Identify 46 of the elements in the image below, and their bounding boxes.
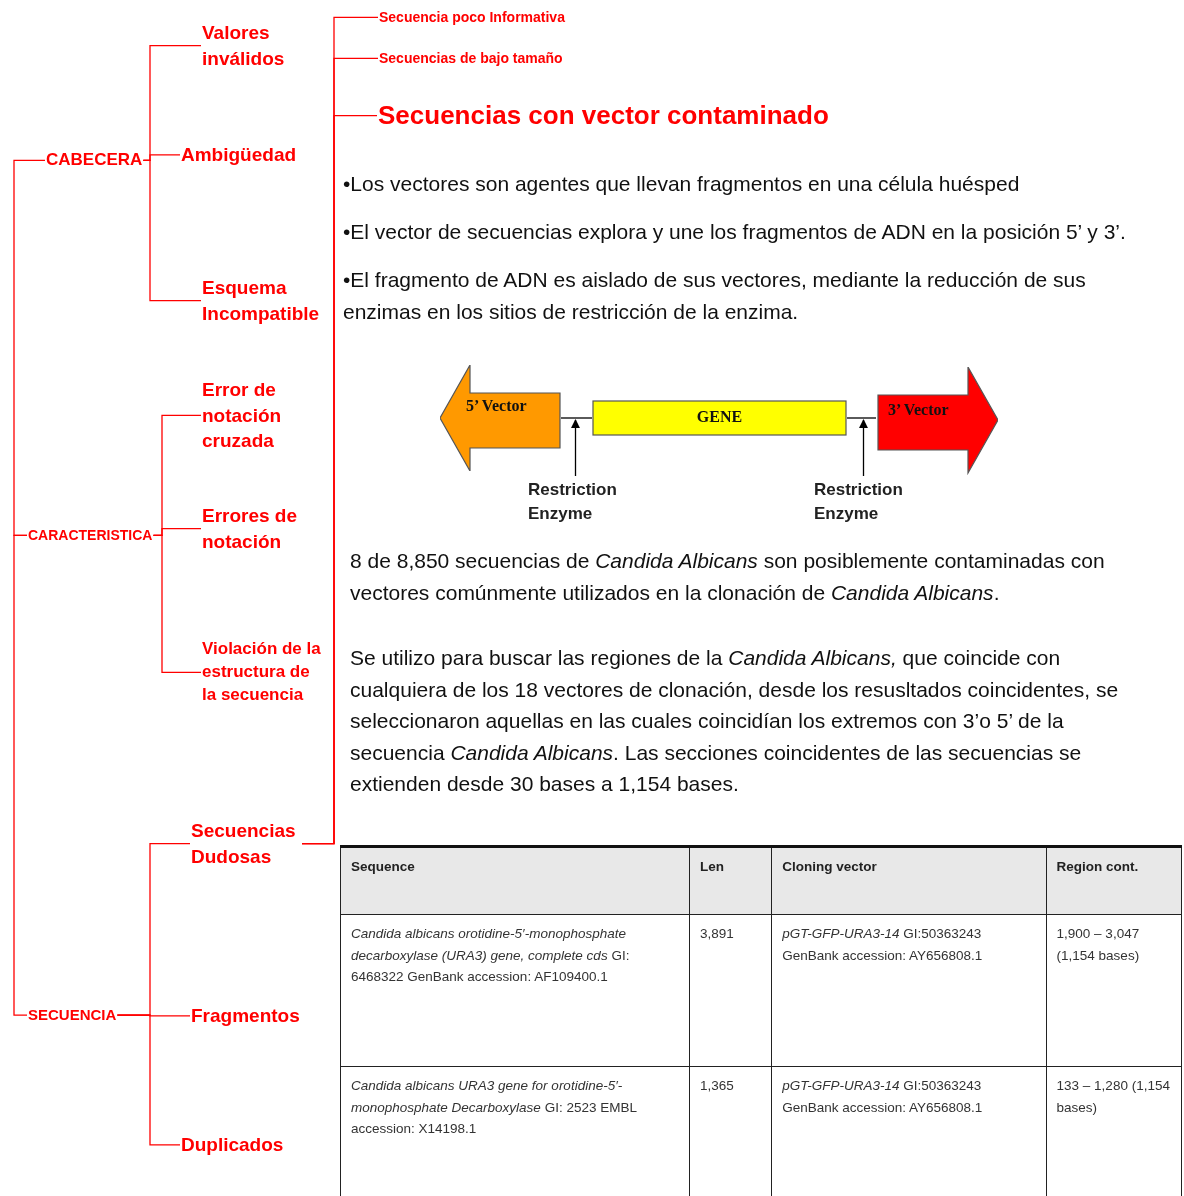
vector-label: 5’ Vector — [466, 397, 527, 415]
table-cell: 1,900 – 3,047 (1,154 bases) — [1046, 914, 1182, 1067]
body-text: •El fragmento de ADN es aislado de sus vectores, mediante la reducción de sus enzimas en los sitios de restricción de la enzima. — [343, 267, 1087, 325]
category-label: Secuencias con vector contaminado — [378, 98, 829, 134]
table-cell: Candida albicans orotidine-5′-monophosphate decarboxylase (URA3) gene, complete cds GI: 6468322 GenBank accession: AF109400.1 — [340, 914, 690, 1067]
category-label: CABECERA — [46, 149, 143, 172]
connector-line — [13, 159, 46, 537]
gene-bar — [592, 400, 847, 436]
category-label: Secuencia poco Informativa — [379, 8, 565, 27]
category-label: Errores de notación — [202, 503, 312, 555]
category-label: Secuencias Dudosas — [191, 818, 301, 870]
category-label: Error de notación cruzada — [202, 377, 312, 454]
connector-line — [116, 1014, 181, 1146]
pointer-arrow — [570, 419, 581, 477]
connector-line — [846, 417, 877, 419]
category-label: CARACTERISTICA — [28, 526, 153, 545]
annotation-label: Restriction Enzyme — [814, 478, 909, 526]
connector-line — [13, 534, 28, 1016]
connector-line — [152, 534, 202, 674]
table-cell: Candida albicans URA3 gene for orotidine-5′-monophosphate Decarboxylase GI: 2523 EMBL accession: X14198.1 — [340, 1066, 690, 1196]
category-label: Fragmentos — [191, 1003, 300, 1029]
category-label: Violación de la estructura de la secuencia — [202, 638, 328, 707]
connector-line — [560, 417, 593, 419]
vector-label: 3’ Vector — [888, 401, 949, 419]
category-label: Secuencias de bajo tamaño — [379, 49, 563, 68]
header-cell: Sequence — [340, 846, 690, 915]
category-label: Esquema Incompatible — [202, 275, 327, 327]
vector-arrow — [440, 365, 561, 471]
annotation-label: Restriction Enzyme — [528, 478, 623, 526]
category-label: SECUENCIA — [28, 1005, 117, 1026]
header-cell: Len — [689, 846, 772, 915]
connector-line — [142, 159, 202, 302]
table-cell: 3,891 — [689, 914, 772, 1067]
category-label: Ambigüedad — [181, 142, 297, 168]
table-cell: pGT-GFP-URA3-14 GI:50363243 GenBank accession: AY656808.1 — [771, 914, 1047, 1067]
body-text: •El vector de secuencias explora y une los fragmentos de ADN en la posición 5’ y 3’. — [343, 219, 1127, 245]
category-label: Duplicados — [181, 1132, 284, 1158]
header-cell: Region cont. — [1046, 846, 1182, 915]
vector-arrow — [876, 367, 998, 475]
body-text: Se utilizo para buscar las regiones de la Candida Albicans, que coincide con cualquiera de los 18 vectores de clonación, desde los resusltados coincidentes, se seleccionaron aquellas en las cuales coincidían los extremos con 3’o 5’ de la secuencia Candida Albicans. Las secciones coincidentes de las secuencias se extienden desde 30 bases a 1,154 bases. — [350, 645, 1120, 797]
pointer-arrow — [858, 419, 869, 477]
gene-label: GENE — [696, 408, 743, 426]
category-label: Valores inválidos — [202, 20, 322, 72]
body-text: •Los vectores son agentes que llevan fragmentos en una célula huésped — [343, 171, 1021, 197]
header-cell: Cloning vector — [771, 846, 1047, 915]
body-text: 8 de 8,850 secuencias de Candida Albicans son posiblemente contaminadas con vectores comúnmente utilizados en la clonación de Candida Albicans. — [350, 548, 1106, 606]
